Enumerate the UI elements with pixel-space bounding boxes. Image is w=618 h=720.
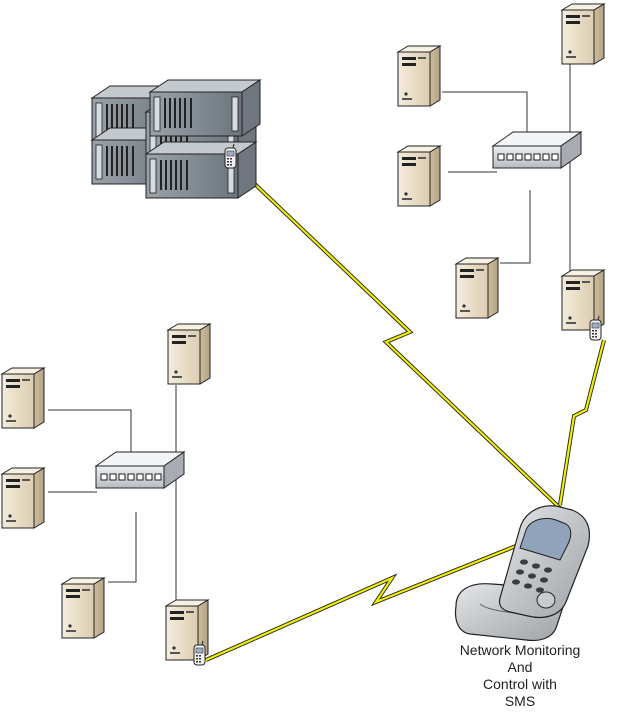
right-switch — [492, 131, 582, 169]
wireless-link-rack — [236, 166, 562, 510]
caption-line-2: And — [507, 659, 533, 675]
wire — [48, 409, 132, 455]
wireless-link-right-gateway — [558, 339, 606, 506]
left-switch — [95, 451, 185, 489]
wireless-links — [205, 166, 606, 662]
wire — [500, 190, 531, 264]
mobile-phone-icon — [454, 505, 591, 642]
right-server-gateway — [561, 269, 605, 341]
left-server-gateway — [165, 599, 209, 666]
left-server-top — [167, 323, 211, 385]
right-server-left-1 — [397, 45, 441, 107]
rack-server-cluster — [91, 79, 261, 199]
left-server-left-1 — [1, 367, 45, 429]
diagram-caption: Network Monitoring And Control with SMS — [440, 642, 600, 710]
right-cluster-wires — [442, 60, 571, 280]
wire — [442, 91, 528, 134]
right-server-bottom — [455, 257, 499, 319]
right-server-top — [561, 3, 605, 65]
wire — [108, 512, 137, 583]
left-server-left-2 — [1, 467, 45, 529]
left-server-bottom — [61, 577, 105, 639]
wireless-link-left-gateway — [205, 528, 557, 662]
right-server-left-2 — [397, 145, 441, 207]
caption-line-1: Network Monitoring — [459, 642, 581, 658]
left-cluster-wires — [48, 385, 177, 600]
caption-line-3: Control with — [483, 676, 557, 692]
caption-line-4: SMS — [504, 693, 536, 709]
